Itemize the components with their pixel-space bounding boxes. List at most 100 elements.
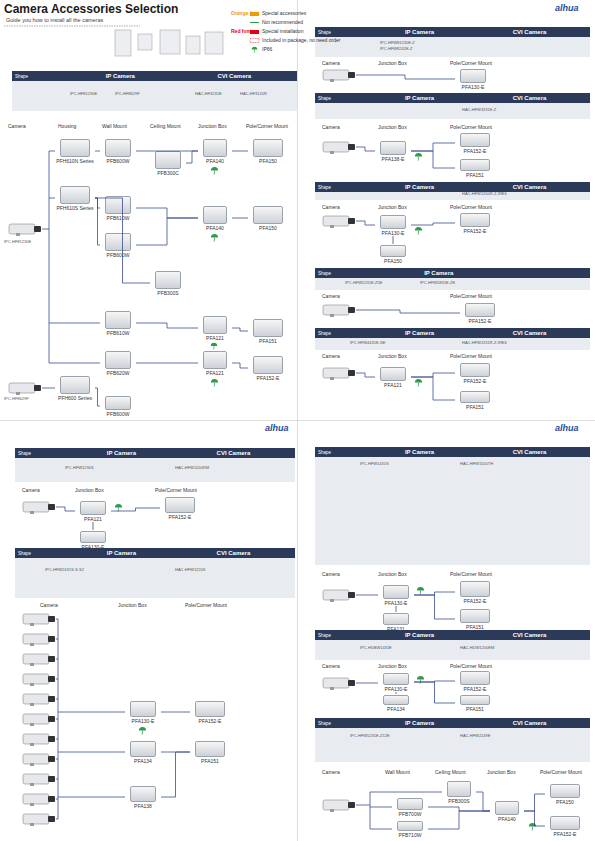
column-heading: Pole/Corner Mount xyxy=(450,205,492,210)
connector-line xyxy=(161,752,190,753)
camera-type-header: CVI Camera xyxy=(513,632,547,639)
accessory-item: PFH610S Series xyxy=(55,185,95,211)
device-icon xyxy=(380,215,406,229)
model-number: IPC-HF81230E xyxy=(70,92,97,96)
connector-line xyxy=(136,323,198,328)
connector-line xyxy=(411,373,455,377)
part-number: PFA121 xyxy=(67,516,119,522)
accessory-item: PFB600W xyxy=(100,395,136,417)
connector-line xyxy=(95,198,150,283)
part-number: PFA152-E xyxy=(152,514,208,520)
device-icon xyxy=(383,585,409,599)
ip66-umbrella xyxy=(115,504,122,511)
legend-sample-box xyxy=(250,39,259,43)
connector-line xyxy=(161,712,190,713)
camera-type-header: CVI Camera xyxy=(513,184,547,191)
legend-text: Special installation xyxy=(262,29,303,34)
device-icon xyxy=(203,316,227,334)
column-heading: Pole/Corner Mount xyxy=(450,294,492,299)
device-icon xyxy=(80,501,106,515)
column-heading: Wall Mount xyxy=(385,770,410,775)
device-icon xyxy=(253,206,283,224)
connector-line xyxy=(136,208,198,218)
device-icon xyxy=(60,376,90,394)
shape-label: Shape xyxy=(318,721,331,726)
camera-illustration xyxy=(23,754,55,766)
part-number: PFA150 xyxy=(367,258,419,264)
column-heading: Junction Box xyxy=(378,572,407,577)
connector-line xyxy=(186,151,198,163)
camera-illustration xyxy=(23,774,55,786)
part-number: PFB600W xyxy=(92,411,144,417)
device-icon xyxy=(495,801,519,815)
shape-label: Shape xyxy=(318,331,331,336)
shape-label: Shape xyxy=(318,271,331,276)
column-heading: Camera xyxy=(322,294,340,299)
connector-line xyxy=(414,682,455,703)
column-heading: Pole/Corner Mount xyxy=(450,354,492,359)
column-heading: Camera xyxy=(322,770,340,775)
accessory-item: PFA151 xyxy=(190,740,230,764)
part-number: PFH600 Series xyxy=(47,395,103,401)
accessory-item: PFA152-E xyxy=(455,580,495,604)
brand-logo: alhua xyxy=(555,424,579,433)
model-number: HAC-HFW1500TH xyxy=(460,462,493,466)
connector-line xyxy=(95,388,100,406)
legend-sample-umbrella xyxy=(252,47,258,53)
device-icon xyxy=(60,186,90,204)
model-number: HAC-HF3120R xyxy=(240,92,267,96)
camera-wire xyxy=(56,507,75,511)
model-number: IPC-HFW2431S-S-S2 xyxy=(45,568,84,572)
column-heading: Pole/Corner Mount xyxy=(540,770,582,775)
ip66-umbrella xyxy=(211,379,218,386)
device-icon xyxy=(130,701,156,717)
camera-type-header: CVI Camera xyxy=(513,29,547,36)
section-band: ShapeIP CameraCVI Camera xyxy=(315,630,590,660)
camera-illustration xyxy=(323,70,355,82)
column-heading: Junction Box xyxy=(378,205,407,210)
connector-line xyxy=(232,151,248,152)
subtitle: Guide you how to install all the cameras xyxy=(6,18,103,24)
device-icon xyxy=(105,196,131,214)
device-icon xyxy=(80,531,106,543)
device-icon xyxy=(203,351,227,369)
camera-illustration xyxy=(23,654,55,666)
column-heading: Junction Box xyxy=(487,770,516,775)
camera-illustration xyxy=(323,800,355,812)
device-icon xyxy=(130,786,156,802)
model-number: IPC-HFW1230S xyxy=(65,466,94,470)
accessory-item: PFA138 xyxy=(125,785,161,809)
connector-line xyxy=(161,752,190,797)
part-number: PFA138-E xyxy=(367,156,419,162)
column-heading: Pole/Corner Mount xyxy=(450,61,492,66)
camera-type-header: IP Camera xyxy=(405,95,434,102)
column-heading: Junction Box xyxy=(198,124,227,129)
model-number: IPC-HFW1431S xyxy=(360,462,389,466)
camera-type-header: CVI Camera xyxy=(217,450,251,457)
column-heading: Camera xyxy=(322,125,340,130)
part-number: PFA121 xyxy=(190,370,240,376)
part-number: PFH610S Series xyxy=(47,205,103,211)
accessory-item: PFA130-E xyxy=(378,672,414,692)
camera-illustration xyxy=(9,383,41,395)
camera-type-header: IP Camera xyxy=(405,720,434,727)
legend-text: IP66 xyxy=(262,47,272,52)
accessory-item: PFB600W xyxy=(100,232,136,258)
column-heading: Pole/Corner Mount xyxy=(450,664,492,669)
camera-wire xyxy=(42,388,55,389)
camera-type-header: IP Camera xyxy=(405,330,434,337)
legend-text: Special accessories xyxy=(262,11,306,16)
device-icon xyxy=(105,396,131,410)
model-number: IPC-HFW4431E-SE xyxy=(350,341,385,345)
device-icon xyxy=(253,139,283,157)
accessory-item: PFB620W xyxy=(100,350,136,376)
model-number: HAC-HFW2231R-Z-IRE6 xyxy=(462,341,507,345)
part-number: PFA134 xyxy=(117,758,169,764)
accessory-item: PFA150 xyxy=(375,244,411,264)
camera-type-header: IP Camera xyxy=(405,184,434,191)
device-icon xyxy=(383,695,409,705)
device-icon xyxy=(460,133,490,147)
ip66-umbrella xyxy=(211,167,218,174)
install-illustration xyxy=(160,30,180,54)
shape-label: Shape xyxy=(18,451,31,456)
